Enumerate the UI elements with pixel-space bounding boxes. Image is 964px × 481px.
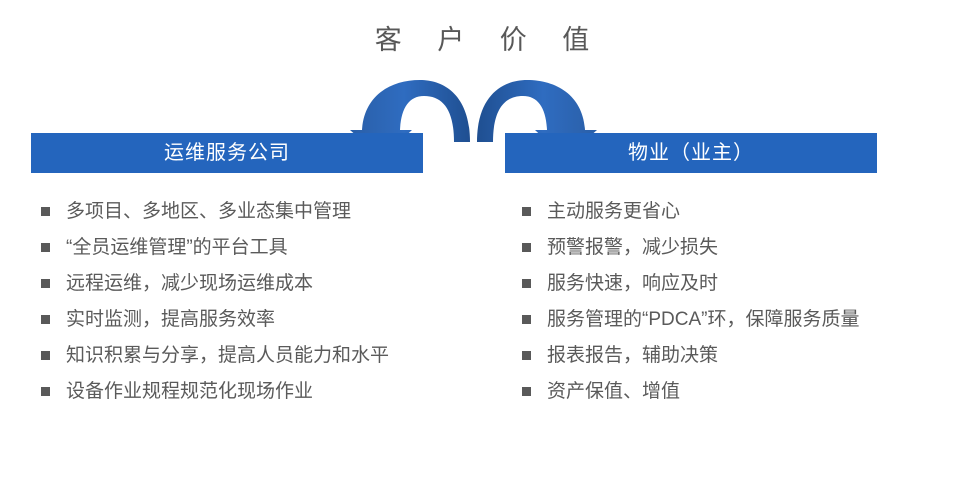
list-item: 多项目、多地区、多业态集中管理: [41, 194, 491, 230]
list-item: 知识积累与分享，提高人员能力和水平: [41, 338, 491, 374]
square-bullet-icon: [522, 279, 531, 288]
list-item-label: 服务管理的“PDCA”环，保障服务质量: [547, 309, 860, 330]
list-item: 设备作业规程规范化现场作业: [41, 374, 491, 410]
list-item-label: “全员运维管理”的平台工具: [66, 237, 288, 258]
square-bullet-icon: [522, 351, 531, 360]
column-header-right-label: 物业（业主）: [628, 142, 754, 164]
square-bullet-icon: [41, 351, 50, 360]
list-item: 资产保值、增值: [522, 374, 962, 410]
bullet-list-left: 多项目、多地区、多业态集中管理 “全员运维管理”的平台工具 远程运维，减少现场运…: [41, 194, 491, 410]
list-item-label: 服务快速，响应及时: [547, 273, 719, 294]
bullet-list-right: 主动服务更省心 预警报警，减少损失 服务快速，响应及时 服务管理的“PDCA”环…: [522, 194, 962, 410]
list-item: 远程运维，减少现场运维成本: [41, 266, 491, 302]
list-item-label: 设备作业规程规范化现场作业: [66, 381, 314, 402]
list-item: “全员运维管理”的平台工具: [41, 230, 491, 266]
list-item-label: 资产保值、增值: [547, 381, 681, 402]
list-item-label: 知识积累与分享，提高人员能力和水平: [66, 345, 390, 366]
square-bullet-icon: [522, 387, 531, 396]
list-item-label: 实时监测，提高服务效率: [66, 309, 276, 330]
list-item-label: 预警报警，减少损失: [547, 237, 719, 258]
list-item: 报表报告，辅助决策: [522, 338, 962, 374]
list-item: 服务管理的“PDCA”环，保障服务质量: [522, 302, 962, 338]
list-item: 实时监测，提高服务效率: [41, 302, 491, 338]
list-item-label: 主动服务更省心: [547, 201, 681, 222]
page-title: 客 户 价 值: [374, 25, 604, 55]
square-bullet-icon: [41, 279, 50, 288]
list-item-label: 多项目、多地区、多业态集中管理: [66, 201, 352, 222]
column-header-left: 运维服务公司: [31, 133, 423, 173]
square-bullet-icon: [41, 387, 50, 396]
square-bullet-icon: [522, 207, 531, 216]
list-item: 预警报警，减少损失: [522, 230, 962, 266]
list-item-label: 远程运维，减少现场运维成本: [66, 273, 314, 294]
column-header-left-label: 运维服务公司: [164, 142, 290, 164]
square-bullet-icon: [41, 243, 50, 252]
square-bullet-icon: [41, 207, 50, 216]
square-bullet-icon: [41, 315, 50, 324]
square-bullet-icon: [522, 243, 531, 252]
list-item-label: 报表报告，辅助决策: [547, 345, 719, 366]
column-header-right: 物业（业主）: [505, 133, 877, 173]
list-item: 服务快速，响应及时: [522, 266, 962, 302]
square-bullet-icon: [522, 315, 531, 324]
list-item: 主动服务更省心: [522, 194, 962, 230]
